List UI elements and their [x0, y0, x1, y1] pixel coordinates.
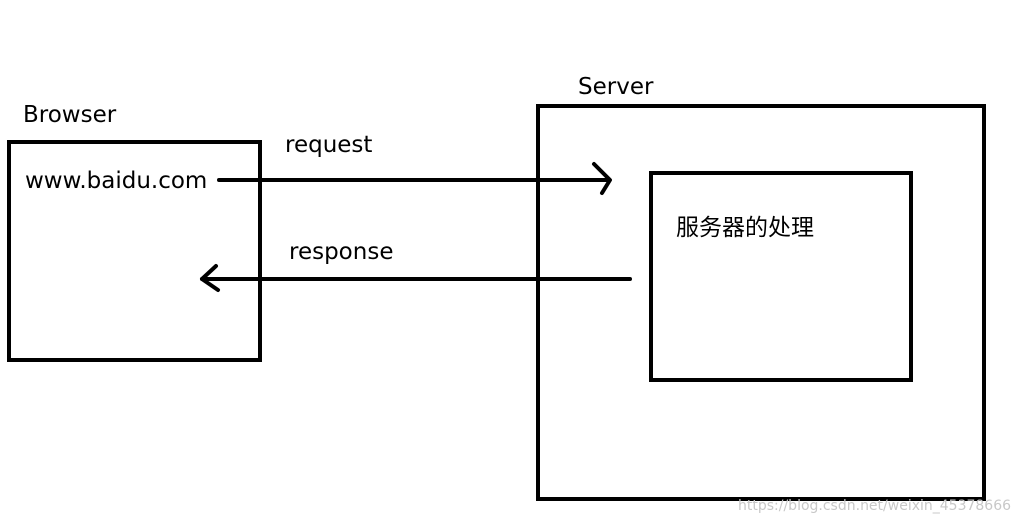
response-arrow — [200, 264, 632, 292]
browser-title: Browser — [23, 102, 117, 128]
request-label: request — [285, 132, 373, 158]
request-arrow — [217, 162, 612, 195]
server-title: Server — [578, 74, 654, 100]
response-label: response — [289, 239, 394, 265]
browser-url: www.baidu.com — [25, 168, 208, 194]
server-processing-label: 服务器的处理 — [676, 215, 814, 241]
server-processing-box — [649, 171, 913, 382]
browser-box — [7, 140, 262, 362]
watermark-text: https://blog.csdn.net/weixin_45378666 — [738, 498, 1012, 514]
server-box — [536, 104, 986, 501]
